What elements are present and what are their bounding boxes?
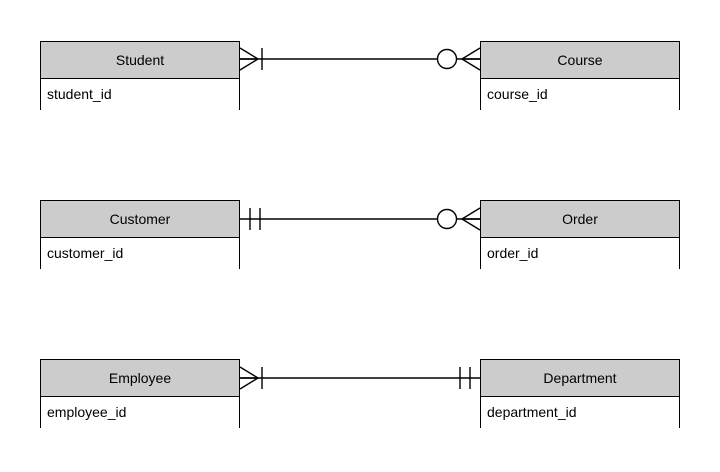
- entity-department-attribute: department_id: [481, 397, 679, 428]
- entity-employee[interactable]: Employee employee_id: [40, 359, 240, 428]
- entity-order-title: Order: [481, 201, 679, 238]
- entity-course[interactable]: Course course_id: [480, 41, 680, 110]
- circle-right-student-course: [436, 48, 458, 70]
- entity-student-attribute: student_id: [41, 79, 239, 110]
- entity-course-title: Course: [481, 42, 679, 79]
- entity-customer-attribute: customer_id: [41, 238, 239, 269]
- crowsfoot-left-student-course-upper: [239, 47, 259, 60]
- crowsfoot-left-student-course-lower: [239, 58, 259, 71]
- entity-department[interactable]: Department department_id: [480, 359, 680, 428]
- entity-order[interactable]: Order order_id: [480, 200, 680, 269]
- crowsfoot-left-employee-department-lower: [239, 377, 259, 390]
- entity-customer[interactable]: Customer customer_id: [40, 200, 240, 269]
- entity-student-title: Student: [41, 42, 239, 79]
- entity-department-title: Department: [481, 360, 679, 397]
- crowsfoot-right-student-course-lower: [461, 58, 481, 71]
- entity-student[interactable]: Student student_id: [40, 41, 240, 110]
- crowsfoot-right-student-course-upper: [461, 47, 481, 60]
- circle-right-customer-order: [436, 208, 458, 230]
- entity-employee-attribute: employee_id: [41, 397, 239, 428]
- entity-employee-title: Employee: [41, 360, 239, 397]
- crowsfoot-left-employee-department-upper: [239, 366, 259, 379]
- entity-order-attribute: order_id: [481, 238, 679, 269]
- entity-course-attribute: course_id: [481, 79, 679, 110]
- entity-customer-title: Customer: [41, 201, 239, 238]
- crowsfoot-right-customer-order-lower: [461, 218, 481, 231]
- crowsfoot-right-customer-order-upper: [461, 207, 481, 220]
